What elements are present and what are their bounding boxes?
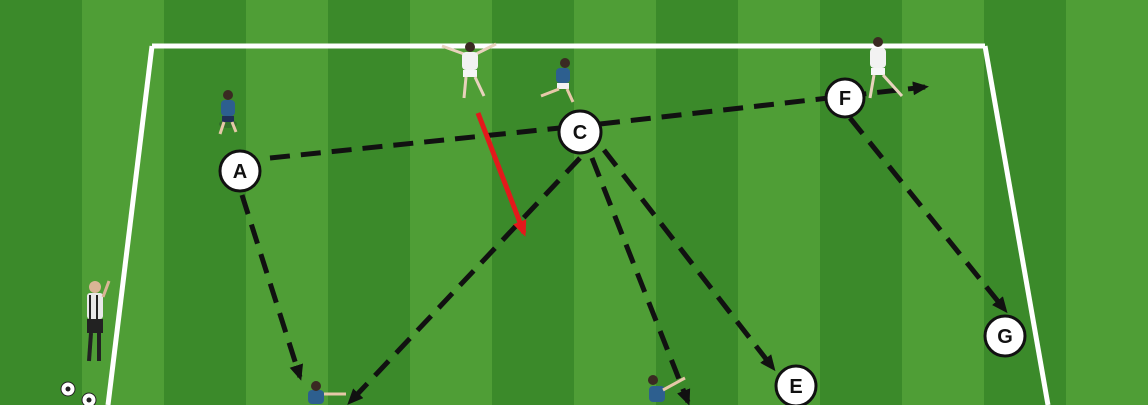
position-marker-a: A (220, 151, 260, 191)
grass-stripe (164, 0, 247, 405)
position-label-f: F (839, 88, 851, 110)
position-label-c: C (573, 122, 587, 144)
ball-icon (61, 382, 75, 396)
grass-stripe (656, 0, 739, 405)
position-marker-c: C (559, 111, 601, 153)
position-marker-g: G (985, 316, 1025, 356)
grass-stripe (738, 0, 821, 405)
ball-icon (82, 393, 96, 405)
position-label-a: A (233, 161, 247, 183)
grass-stripe (0, 0, 83, 405)
position-marker-f: F (826, 79, 864, 117)
grass-stripe (410, 0, 493, 405)
position-marker-e: E (776, 366, 816, 405)
grass-stripe (820, 0, 903, 405)
grass-stripe (902, 0, 985, 405)
position-label-g: G (997, 326, 1013, 348)
grass-stripe (1066, 0, 1148, 405)
position-label-e: E (789, 376, 802, 398)
grass-stripe (328, 0, 411, 405)
